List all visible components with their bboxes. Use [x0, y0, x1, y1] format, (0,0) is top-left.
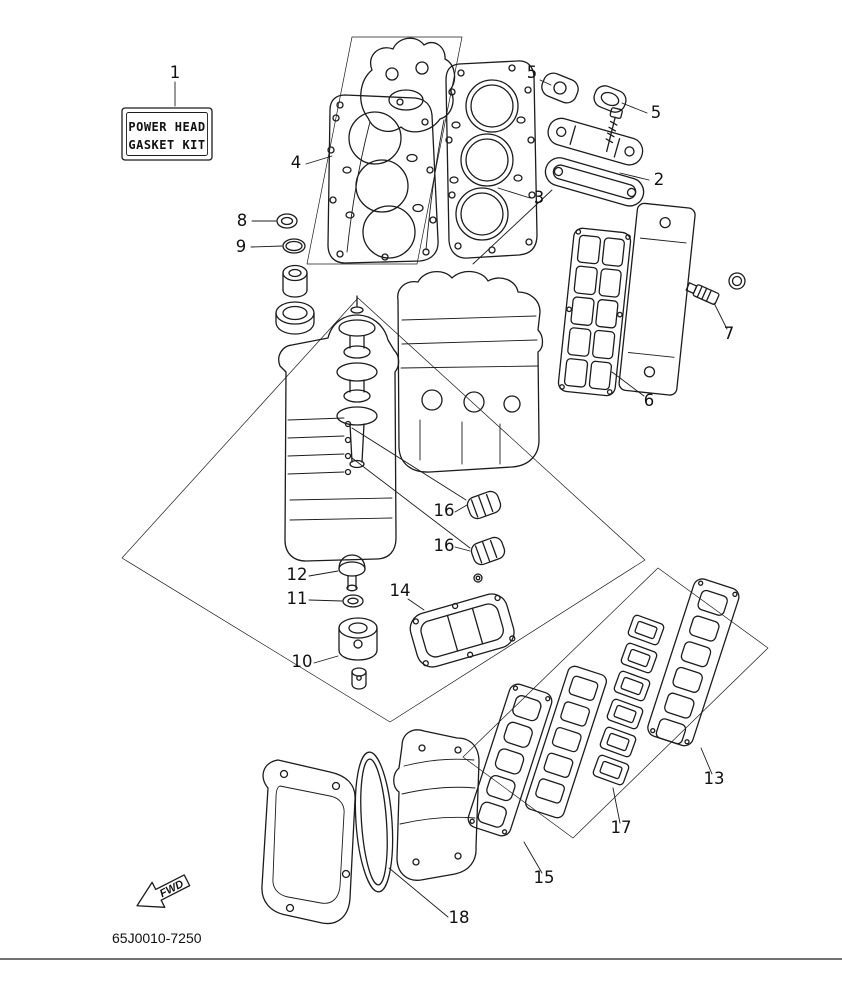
- callout-14: 14: [390, 581, 411, 600]
- callout-16a: 16: [434, 501, 455, 520]
- kit-label-line1: POWER HEAD: [128, 120, 205, 134]
- part-exhaust-cover-assembly: [472, 107, 645, 265]
- part-cylinder-head-gasket: [445, 60, 538, 259]
- callout-18: 18: [449, 908, 470, 927]
- kit-label-line2: GASKET KIT: [128, 138, 205, 152]
- callout-17: 17: [611, 818, 632, 837]
- part-reed-valve-gasket: [467, 683, 553, 837]
- callout-11: 11: [287, 589, 308, 608]
- callout-12: 12: [287, 565, 308, 584]
- leader-lines: [174, 79, 728, 918]
- perspective-planes: [121, 36, 769, 839]
- part-exhaust-guide-plate: [261, 759, 356, 925]
- callout-9: 9: [236, 237, 247, 256]
- part-engine-mount-pads: [351, 427, 506, 583]
- callout-1: 1: [170, 63, 181, 82]
- part-seal-ring: [354, 751, 394, 893]
- part-crankshaft: [336, 295, 378, 469]
- part-reed-block-housing: [524, 665, 608, 819]
- callout-5a: 5: [527, 63, 538, 82]
- kit-label-box: POWER HEAD GASKET KIT: [121, 107, 213, 161]
- part-reed-plate: [647, 578, 740, 747]
- part-reed-valves: [592, 614, 665, 786]
- callout-3: 3: [534, 188, 545, 207]
- drawing-number: 65J0010-7250: [112, 930, 202, 946]
- callout-13: 13: [704, 769, 725, 788]
- callout-6: 6: [644, 391, 655, 410]
- callout-5b: 5: [651, 103, 662, 122]
- callout-16b: 16: [434, 536, 455, 555]
- part-powerhead-block: [278, 270, 544, 562]
- part-thermostat-covers: [541, 72, 627, 113]
- callout-8: 8: [237, 211, 248, 230]
- callout-7: 7: [724, 324, 735, 343]
- callout-15: 15: [534, 868, 555, 887]
- fwd-arrow: FWD: [136, 874, 191, 908]
- callout-labels: 1 5 5 2 3 4 8 9 7 6 16 16 12 11 10 14 13…: [170, 63, 735, 927]
- fwd-label: FWD: [158, 878, 186, 900]
- part-head-cover-gasket: [327, 94, 439, 264]
- callout-2: 2: [654, 170, 665, 189]
- part-exhaust-plate-gasket: [557, 202, 696, 397]
- part-oil-seals: [275, 213, 315, 335]
- part-cylinder-head-cover: [346, 37, 456, 253]
- part-adapter-housing: [393, 729, 480, 881]
- callout-10: 10: [292, 652, 313, 671]
- part-lower-bearing-stack: [338, 554, 378, 690]
- part-adapter-gasket: [409, 593, 516, 668]
- callout-4: 4: [291, 153, 302, 172]
- part-anode-fitting: [685, 272, 746, 305]
